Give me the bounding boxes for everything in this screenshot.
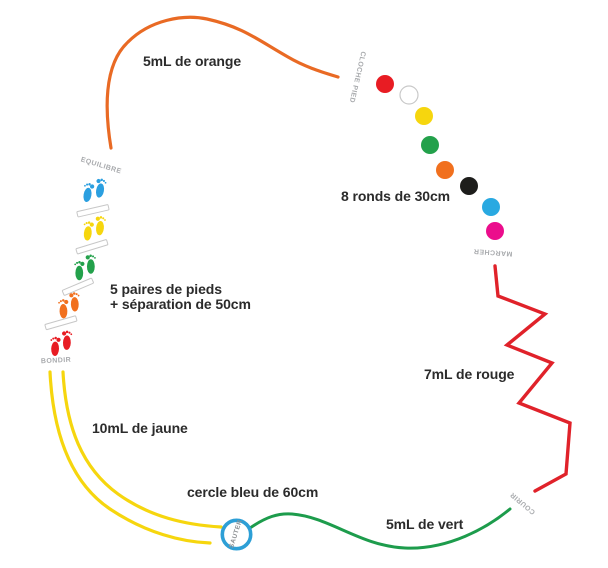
feet-pairs-label: 5 paires de pieds + séparation de 50cm bbox=[110, 282, 251, 312]
green-feet bbox=[69, 252, 101, 283]
orange-round bbox=[436, 161, 454, 179]
yellow-line-inner-path bbox=[61, 370, 223, 529]
green-line-label: 5mL de vert bbox=[386, 516, 464, 532]
red-feet bbox=[45, 328, 77, 358]
yellow-line-label: 10mL de jaune bbox=[92, 420, 188, 436]
feet-pairs-label-line1: 5 paires de pieds bbox=[110, 281, 222, 297]
red-round bbox=[376, 75, 394, 93]
blue-circle-label: cercle bleu de 60cm bbox=[187, 484, 319, 500]
separators-group bbox=[44, 204, 110, 331]
green-round bbox=[421, 136, 439, 154]
rounds-group bbox=[376, 75, 504, 240]
green-line-path bbox=[248, 507, 512, 550]
separator-bar-1 bbox=[76, 204, 110, 218]
blue-feet bbox=[80, 177, 109, 204]
cyan-round bbox=[482, 198, 500, 216]
orange-feet bbox=[53, 290, 86, 321]
separator-bar-4 bbox=[44, 315, 78, 331]
red-line-label: 7mL de rouge bbox=[424, 366, 515, 382]
feet-pairs-label-line2: + séparation de 50cm bbox=[110, 296, 251, 312]
red-zigzag-path bbox=[493, 264, 572, 493]
yellow-feet bbox=[79, 214, 109, 242]
separator-bar-3 bbox=[61, 277, 94, 296]
orange-line-label: 5mL de orange bbox=[143, 53, 242, 69]
white-round bbox=[399, 85, 419, 105]
orange-line-path bbox=[105, 15, 340, 150]
black-round bbox=[460, 177, 478, 195]
blue-circle bbox=[220, 518, 253, 551]
footprints-group bbox=[45, 177, 109, 358]
rounds-label: 8 ronds de 30cm bbox=[341, 188, 450, 204]
separator-bar-2 bbox=[75, 239, 109, 255]
yellow-line-outer-path bbox=[48, 370, 212, 545]
yellow-round bbox=[415, 107, 433, 125]
magenta-round bbox=[486, 222, 504, 240]
